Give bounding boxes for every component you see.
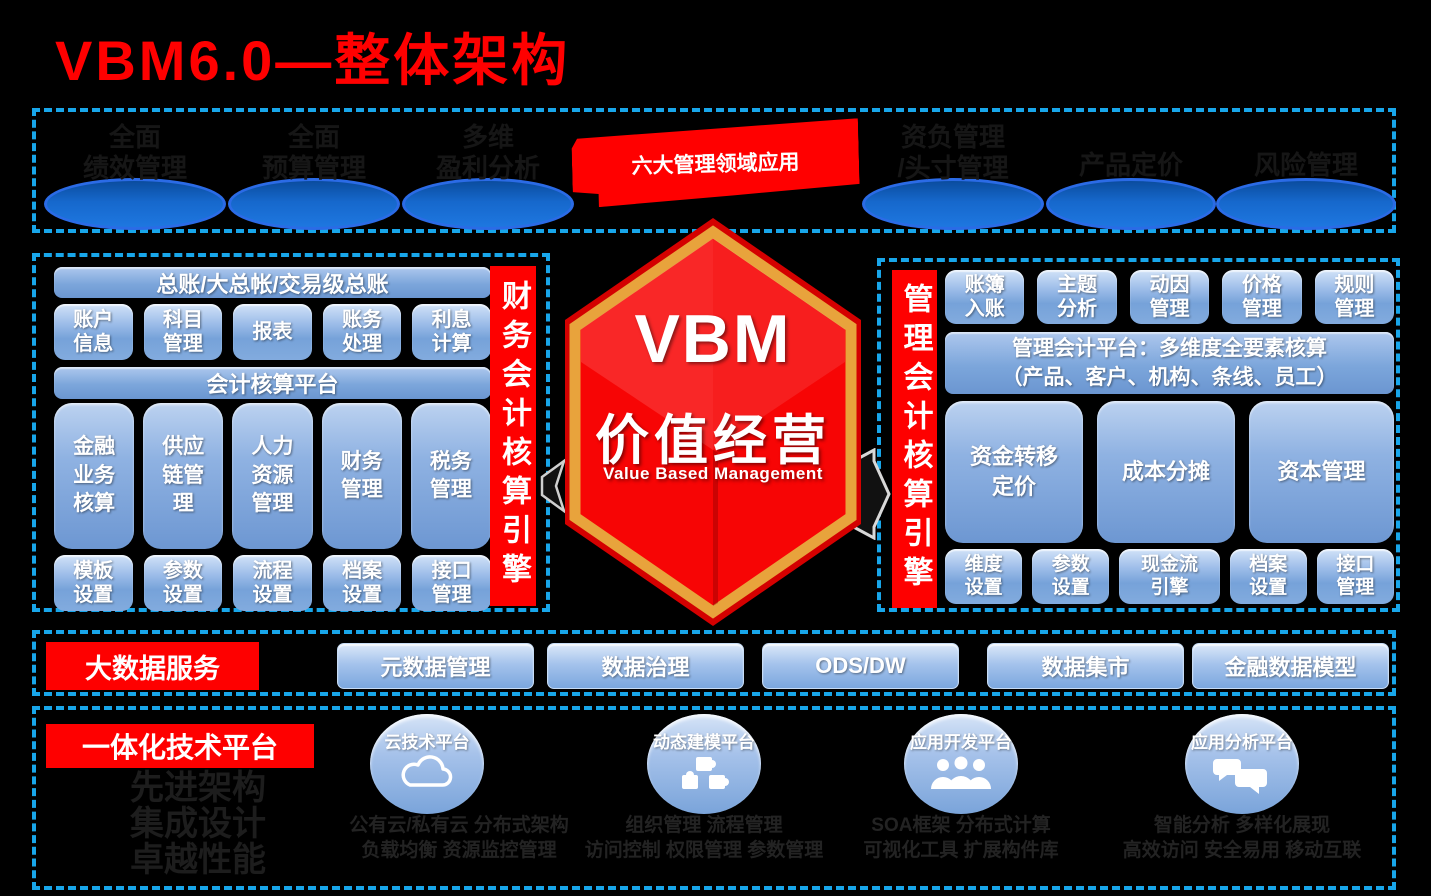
six-domains-banner: 六大管理领域应用 bbox=[571, 118, 860, 207]
management-platform-bar: 管理会计平台：多维度全要素核算 （产品、客户、机构、条线、员工） bbox=[945, 332, 1394, 394]
hexagon-shape-icon bbox=[565, 218, 861, 626]
module-box: 规则 管理 bbox=[1314, 270, 1395, 324]
platform-circle-modeling: 动态建模平台 bbox=[647, 714, 761, 814]
hexagon-title: 价值经营 bbox=[595, 411, 831, 471]
domain-label: 全面 绩效管理 bbox=[82, 122, 187, 183]
chat-icon bbox=[1213, 759, 1267, 794]
platform-caption: 公有云/私有云 分布式架构 负载均衡 资源监控管理 bbox=[349, 815, 569, 861]
people-icon bbox=[931, 756, 991, 789]
management-apps-row: 资金转移 定价 成本分摊 资本管理 bbox=[945, 401, 1394, 543]
app-box: 资本管理 bbox=[1249, 401, 1394, 543]
settings-row: 模板 设置 参数 设置 流程 设置 档案 设置 接口 管理 bbox=[54, 555, 491, 611]
module-box: 账簿 入账 bbox=[945, 270, 1025, 324]
domain-oval bbox=[402, 178, 574, 230]
app-box: 成本分摊 bbox=[1097, 401, 1236, 543]
domain-label: 全面 预算管理 bbox=[261, 122, 366, 183]
data-service-box: ODS/DW bbox=[762, 643, 959, 689]
vbm-hexagon: VBM 价值经营 Value Based Management bbox=[558, 212, 868, 632]
setting-box: 接口 管理 bbox=[412, 555, 491, 611]
big-data-label: 大数据服务 bbox=[46, 642, 259, 690]
app-box: 人力 资源 管理 bbox=[232, 403, 313, 549]
platform-name: 应用分析平台 bbox=[1191, 733, 1293, 752]
platform-name: 动态建模平台 bbox=[653, 733, 755, 752]
platform-circle-analytics: 应用分析平台 bbox=[1185, 714, 1299, 814]
domain-oval bbox=[862, 178, 1044, 230]
domain-label: 资负管理 /头寸管理 bbox=[897, 122, 1009, 183]
data-service-box: 数据治理 bbox=[547, 643, 744, 689]
management-modules-row: 账簿 入账 主题 分析 动因 管理 价格 管理 规则 管理 bbox=[945, 270, 1395, 324]
puzzle-icon bbox=[682, 757, 729, 789]
tech-motto: 先进架构 集成设计 卓越性能 bbox=[130, 769, 266, 880]
domain-oval bbox=[228, 178, 400, 230]
module-box: 账户 信息 bbox=[54, 304, 133, 360]
data-service-box: 金融数据模型 bbox=[1192, 643, 1389, 689]
platform-caption: SOA框架 分布式计算 可视化工具 扩展构件库 bbox=[863, 815, 1059, 861]
module-box: 账务 处理 bbox=[322, 304, 402, 360]
management-accounting-block: 管理会计核算引擎 账簿 入账 主题 分析 动因 管理 价格 管理 规则 管理 管… bbox=[877, 258, 1400, 612]
financial-accounting-engine-bar: 财务会计核算引擎 bbox=[490, 266, 536, 606]
hexagon-subtitle: Value Based Management bbox=[603, 464, 823, 483]
module-box: 动因 管理 bbox=[1129, 270, 1210, 324]
app-box: 财务 管理 bbox=[321, 403, 402, 549]
module-box: 利息 计算 bbox=[412, 304, 491, 360]
domain-oval bbox=[1216, 178, 1396, 230]
module-box: 主题 分析 bbox=[1037, 270, 1117, 324]
setting-box: 现金流 引擎 bbox=[1119, 549, 1220, 604]
cloud-icon bbox=[401, 755, 453, 787]
settings-row: 维度 设置 参数 设置 现金流 引擎 档案 设置 接口 管理 bbox=[945, 549, 1395, 604]
data-service-box: 数据集市 bbox=[987, 643, 1184, 689]
setting-box: 流程 设置 bbox=[233, 555, 312, 611]
module-box: 科目 管理 bbox=[143, 304, 223, 360]
management-domains-band: 全面 绩效管理 全面 预算管理 多维 盈利分析 资负管理 /头寸管理 产品定价 … bbox=[32, 108, 1396, 233]
data-service-box: 元数据管理 bbox=[337, 643, 534, 689]
platform-caption: 组织管理 流程管理 访问控制 权限管理 参数管理 bbox=[584, 815, 824, 861]
setting-box: 档案 设置 bbox=[1229, 549, 1307, 604]
module-box: 价格 管理 bbox=[1222, 270, 1302, 324]
setting-box: 模板 设置 bbox=[54, 555, 133, 611]
platform-name: 云技术平台 bbox=[384, 733, 470, 752]
management-accounting-engine-bar: 管理会计核算引擎 bbox=[892, 270, 937, 608]
domain-label: 产品定价 bbox=[1078, 150, 1183, 180]
hexagon-acronym: VBM bbox=[634, 301, 792, 377]
ledger-modules-row: 账户 信息 科目 管理 报表 账务 处理 利息 计算 bbox=[54, 304, 491, 360]
domain-oval bbox=[1046, 178, 1216, 230]
setting-box: 接口 管理 bbox=[1316, 549, 1395, 604]
platform-circle-development: 应用开发平台 bbox=[904, 714, 1018, 814]
financial-accounting-block: 总账/大总帐/交易级总账 账户 信息 科目 管理 报表 账务 处理 利息 计算 … bbox=[32, 253, 550, 612]
accounting-platform-bar: 会计核算平台 bbox=[54, 367, 491, 399]
tech-platform-band: 一体化技术平台 先进架构 集成设计 卓越性能 云技术平台 动态建模平台 应用开发… bbox=[32, 706, 1396, 890]
module-box: 报表 bbox=[233, 304, 312, 360]
financial-accounting-content: 总账/大总帐/交易级总账 账户 信息 科目 管理 报表 账务 处理 利息 计算 … bbox=[54, 267, 492, 611]
app-box: 供应 链管 理 bbox=[143, 403, 224, 549]
management-accounting-content: 账簿 入账 主题 分析 动因 管理 价格 管理 规则 管理 管理会计平台：多维度… bbox=[945, 270, 1395, 604]
tech-platform-label: 一体化技术平台 bbox=[46, 724, 314, 768]
setting-box: 参数 设置 bbox=[143, 555, 223, 611]
setting-box: 参数 设置 bbox=[1032, 549, 1110, 604]
platform-circle-cloud: 云技术平台 bbox=[370, 714, 484, 814]
general-ledger-bar: 总账/大总帐/交易级总账 bbox=[54, 267, 491, 298]
platform-name: 应用开发平台 bbox=[910, 733, 1012, 752]
setting-box: 档案 设置 bbox=[322, 555, 402, 611]
flow-arrow-left-icon bbox=[540, 457, 566, 515]
setting-box: 维度 设置 bbox=[945, 549, 1023, 604]
domain-label: 风险管理 bbox=[1253, 150, 1358, 180]
app-box: 金融 业务 核算 bbox=[54, 403, 135, 549]
platform-caption: 智能分析 多样化展现 高效访问 安全易用 移动互联 bbox=[1122, 815, 1362, 861]
domain-oval bbox=[44, 178, 226, 230]
app-box: 资金转移 定价 bbox=[945, 401, 1084, 543]
big-data-band: 大数据服务 元数据管理 数据治理 ODS/DW 数据集市 金融数据模型 bbox=[32, 630, 1396, 696]
app-box: 税务 管理 bbox=[410, 403, 492, 549]
domain-label: 多维 盈利分析 bbox=[435, 122, 540, 183]
accounting-apps-row: 金融 业务 核算 供应 链管 理 人力 资源 管理 财务 管理 税务 管理 bbox=[54, 403, 492, 549]
page-title: VBM6.0—整体架构 bbox=[55, 29, 571, 92]
